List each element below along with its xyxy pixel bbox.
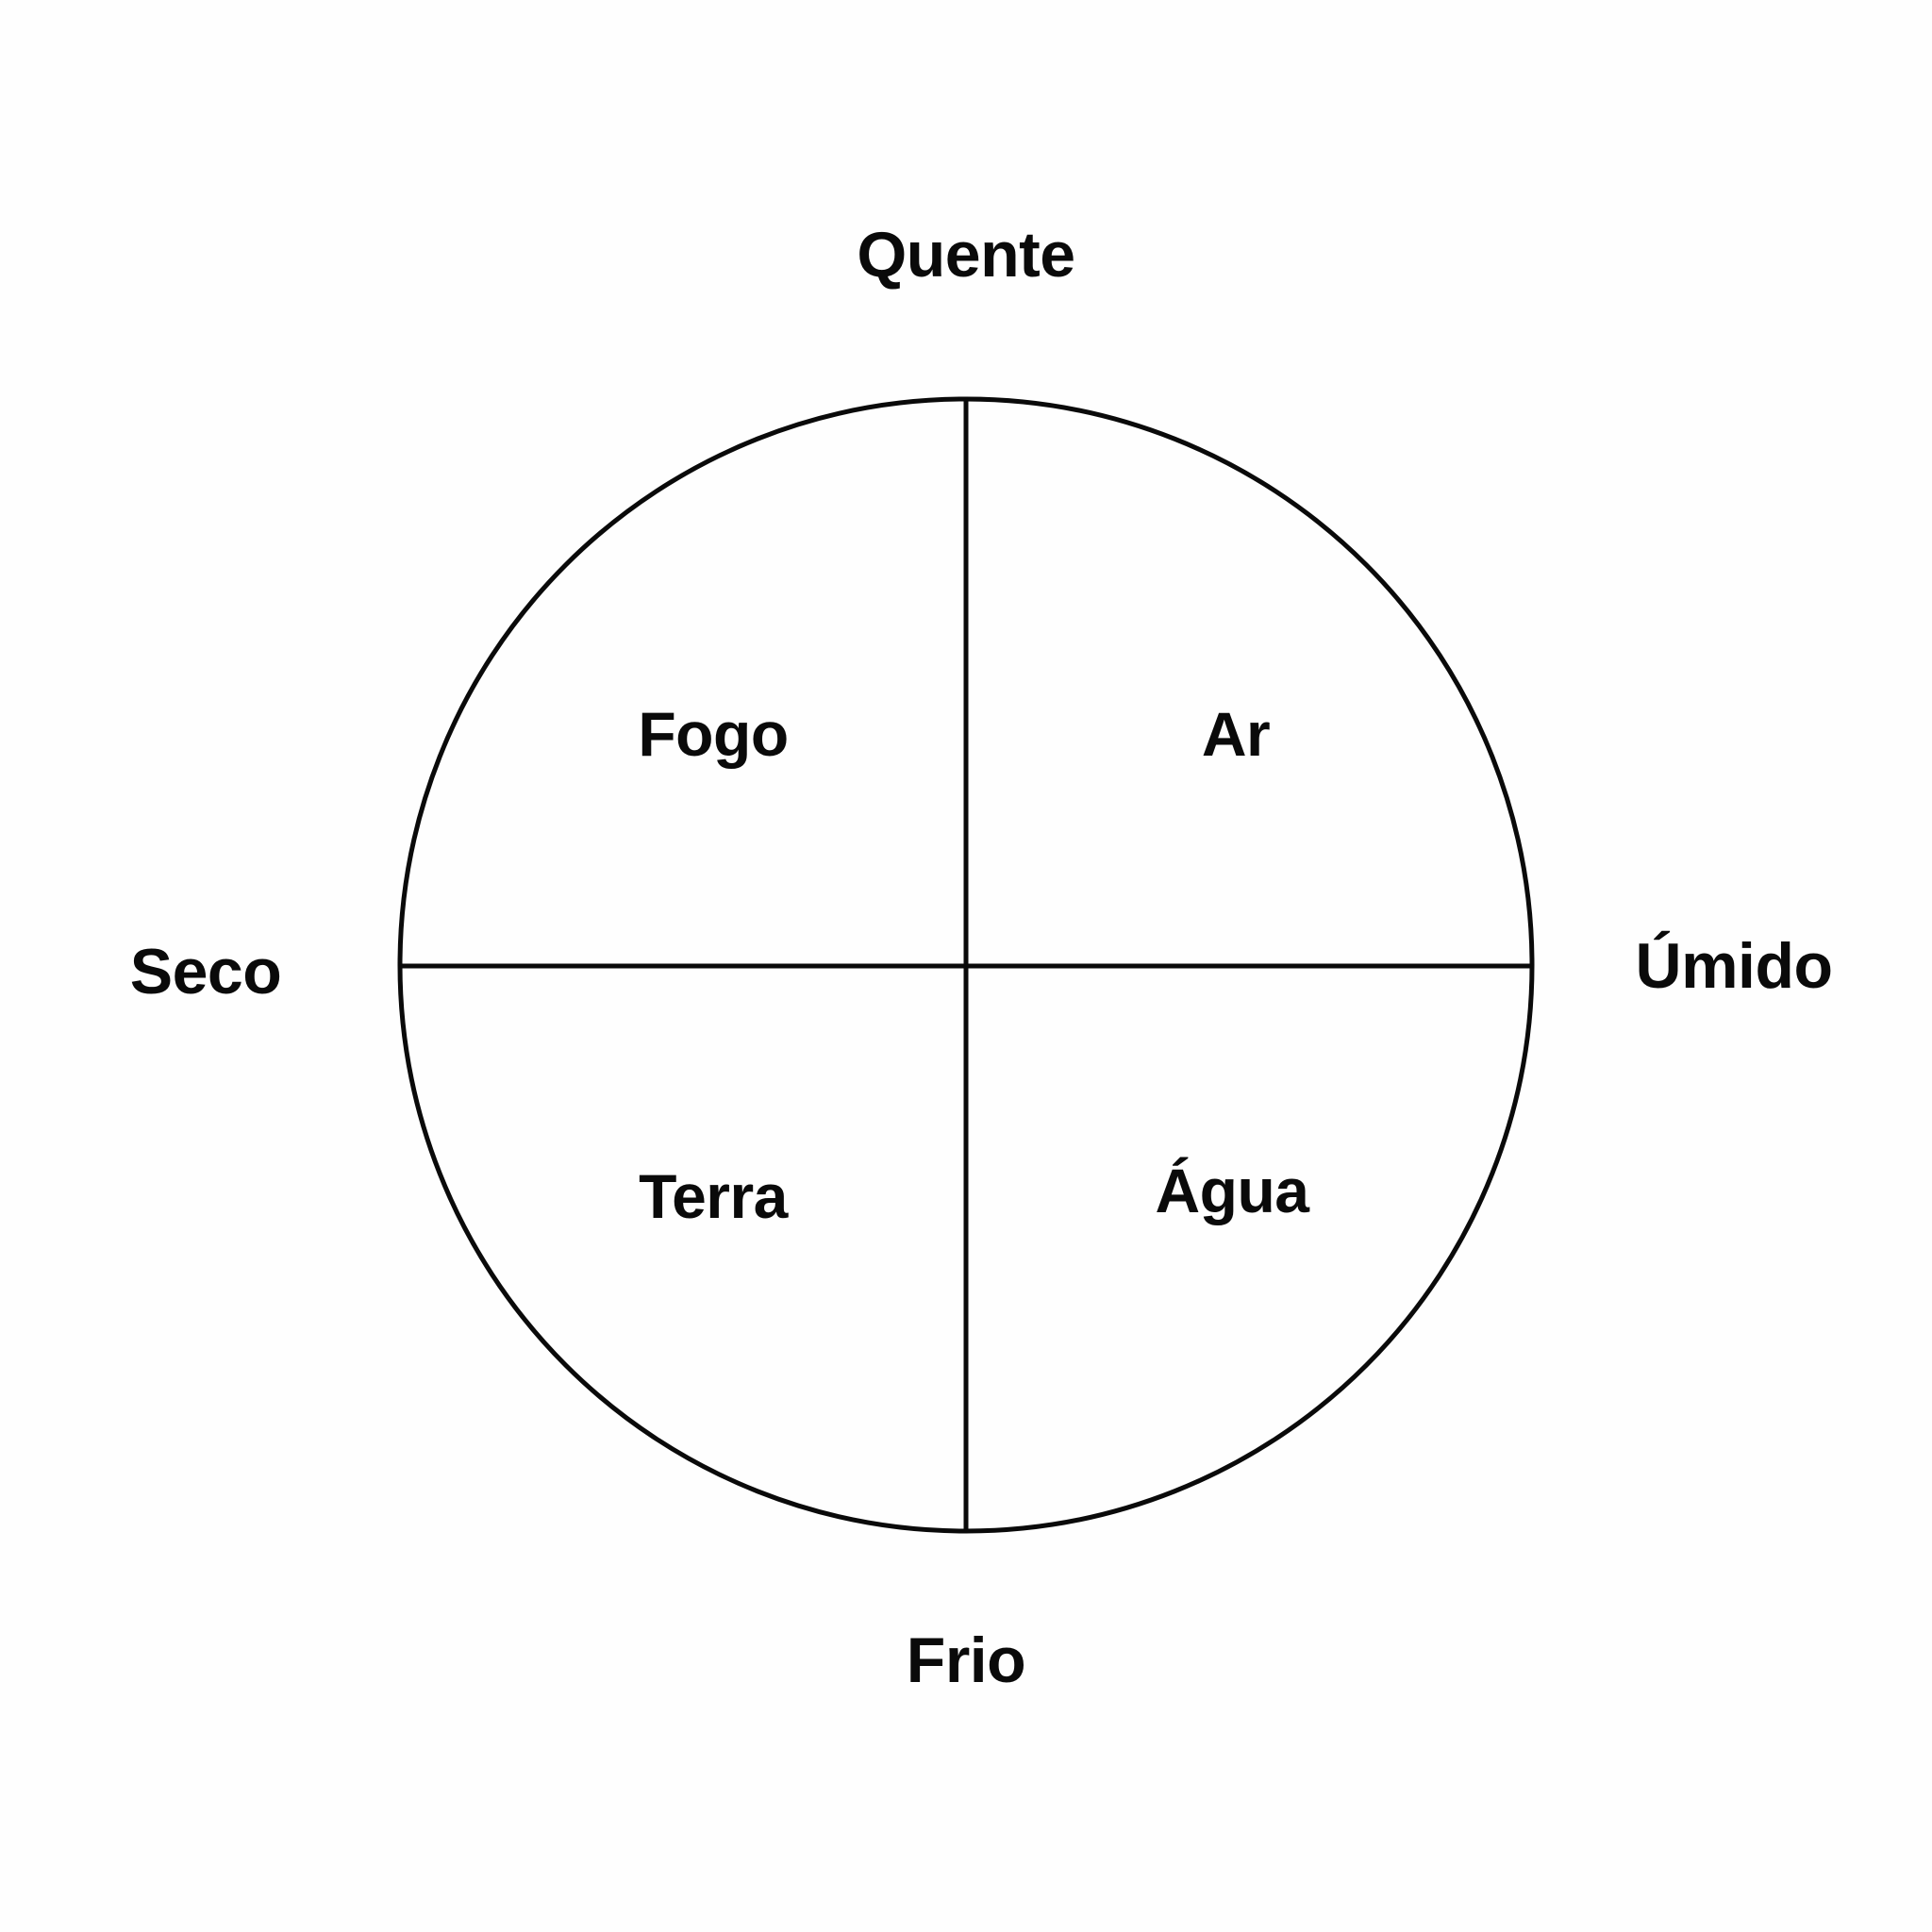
axis-label-top-quente: Quente xyxy=(857,219,1075,291)
quadrant-label-ar: Ar xyxy=(1201,699,1271,769)
quadrant-label-agua: Água xyxy=(1155,1156,1310,1225)
axis-label-right-umido: Úmido xyxy=(1635,930,1833,1002)
quadrant-label-terra: Terra xyxy=(639,1161,788,1231)
quadrant-label-fogo: Fogo xyxy=(638,699,789,769)
axis-label-bottom-frio: Frio xyxy=(906,1624,1026,1696)
axis-label-left-seco: Seco xyxy=(129,936,282,1008)
